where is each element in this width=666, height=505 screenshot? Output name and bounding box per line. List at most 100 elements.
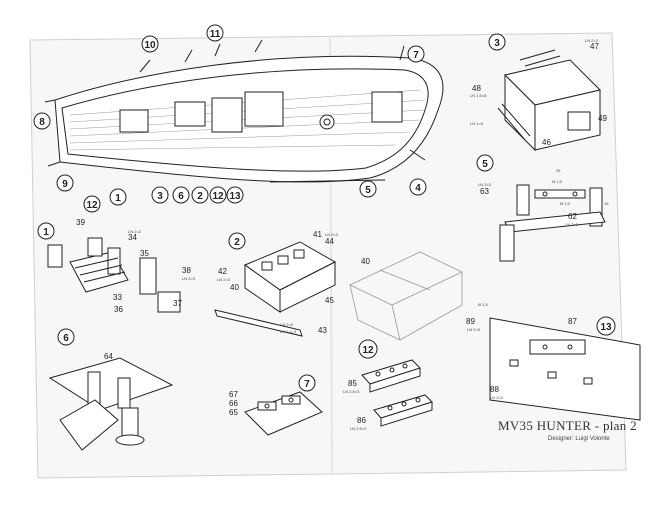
- svg-text:40: 40: [361, 257, 370, 266]
- callout-8: 8: [33, 112, 51, 130]
- svg-text:33: 33: [113, 293, 122, 302]
- svg-text:38: 38: [182, 266, 191, 275]
- svg-text:LN 1=5: LN 1=5: [470, 121, 484, 126]
- svg-text:15: 15: [604, 201, 609, 206]
- designer-credit: Designer: Luigi Volonte: [548, 436, 610, 442]
- svg-text:65: 65: [229, 408, 238, 417]
- callout-12b: 12: [209, 186, 227, 204]
- svg-text:5: 5: [365, 185, 371, 196]
- svg-text:2: 2: [197, 191, 203, 202]
- detail-12: 12 85 86 LN 2,5=3 LN 2,5=3: [343, 339, 433, 431]
- svg-text:LN 2=3: LN 2=3: [217, 277, 231, 282]
- svg-text:Ø 1,5: Ø 1,5: [478, 302, 489, 307]
- svg-text:62: 62: [568, 212, 577, 221]
- svg-text:LN 2,5=3: LN 2,5=3: [350, 426, 367, 431]
- svg-text:1: 1: [115, 193, 121, 204]
- svg-text:Ø 1,5: Ø 1,5: [552, 179, 563, 184]
- callout-1: 1: [109, 188, 127, 206]
- svg-text:6: 6: [63, 333, 69, 344]
- callout-4: 4: [409, 178, 427, 196]
- detail-5: 5 63 62 LN 3=3 LN 3=3 Ø 1,5 Ø 1,5 25 15: [476, 154, 609, 262]
- svg-text:LN 2=5: LN 2=5: [467, 327, 481, 332]
- svg-text:86: 86: [357, 416, 366, 425]
- svg-text:47: 47: [590, 42, 599, 51]
- svg-text:4: 4: [415, 183, 421, 194]
- svg-text:3: 3: [157, 191, 163, 202]
- detail-40: 40: [349, 251, 463, 341]
- svg-text:44: 44: [325, 237, 334, 246]
- svg-text:2: 2: [234, 237, 240, 248]
- detail-3: 3 47 48 49 46 LN 2=2 LN 1,5=5 LN 1=5: [470, 33, 607, 152]
- svg-text:LN 2=2: LN 2=2: [585, 38, 599, 43]
- svg-text:LN 2,5=3: LN 2,5=3: [343, 389, 360, 394]
- svg-text:6: 6: [178, 191, 184, 202]
- svg-text:11: 11: [210, 29, 221, 40]
- svg-text:42: 42: [218, 267, 227, 276]
- svg-text:10: 10: [144, 40, 156, 51]
- svg-text:39: 39: [76, 218, 85, 227]
- svg-text:7: 7: [304, 379, 310, 390]
- detail-13: 13 89 87 88 LN 2=5 LN 2=2 Ø 1,5: [466, 302, 641, 421]
- detail-1: 1 39 34 35 36 33 37 38 LN 2=2 LN 2=3: [37, 218, 196, 314]
- svg-text:64: 64: [104, 352, 113, 361]
- svg-text:7: 7: [413, 50, 419, 61]
- main-deck-view: [44, 39, 444, 183]
- svg-text:48: 48: [472, 84, 481, 93]
- svg-text:67: 67: [229, 390, 238, 399]
- svg-text:9: 9: [62, 179, 68, 190]
- svg-text:37: 37: [173, 299, 182, 308]
- svg-text:1: 1: [43, 227, 49, 238]
- svg-text:LN 2=2: LN 2=2: [128, 229, 142, 234]
- svg-text:35: 35: [140, 249, 149, 258]
- svg-text:36: 36: [114, 305, 123, 314]
- callout-12a: 12: [83, 195, 101, 213]
- svg-text:3: 3: [494, 38, 500, 49]
- svg-text:41: 41: [313, 230, 322, 239]
- callout-2: 2: [191, 186, 209, 204]
- svg-text:8: 8: [39, 117, 45, 128]
- svg-text:LN 3=3: LN 3=3: [565, 222, 579, 227]
- svg-text:12: 12: [86, 200, 98, 211]
- detail-6: 6 64: [48, 328, 174, 451]
- svg-text:LN 2=2: LN 2=2: [490, 395, 504, 400]
- callout-13: 13: [226, 186, 244, 204]
- svg-text:5: 5: [482, 159, 488, 170]
- svg-text:46: 46: [542, 138, 551, 147]
- svg-text:34: 34: [128, 233, 137, 242]
- svg-text:13: 13: [600, 322, 612, 333]
- svg-text:88: 88: [490, 385, 499, 394]
- plan-title: MV35 HUNTER - plan 2: [498, 418, 637, 433]
- callout-6: 6: [172, 186, 190, 204]
- svg-text:13: 13: [229, 191, 241, 202]
- svg-text:12: 12: [362, 345, 374, 356]
- callout-7: 7: [407, 45, 425, 63]
- callout-5: 5: [359, 180, 377, 198]
- svg-text:45: 45: [325, 296, 334, 305]
- svg-text:63: 63: [480, 187, 489, 196]
- svg-text:LN 1=1,5: LN 1=1,5: [280, 329, 297, 334]
- svg-text:LN 3=3: LN 3=3: [478, 182, 492, 187]
- svg-text:Ø 1,5: Ø 1,5: [560, 201, 571, 206]
- callout-11: 11: [206, 24, 224, 42]
- svg-text:87: 87: [568, 317, 577, 326]
- svg-text:12: 12: [212, 191, 224, 202]
- svg-text:85: 85: [348, 379, 357, 388]
- svg-text:LN 1,5=5: LN 1,5=5: [470, 93, 487, 98]
- callout-9: 9: [56, 174, 74, 192]
- svg-text:LN 2=2: LN 2=2: [325, 232, 339, 237]
- svg-text:40: 40: [230, 283, 239, 292]
- svg-text:25: 25: [556, 168, 561, 173]
- svg-text:43: 43: [318, 326, 327, 335]
- svg-text:66: 66: [229, 399, 238, 408]
- detail-7: 7 67 66 65: [229, 374, 323, 436]
- callout-10: 10: [141, 35, 159, 53]
- callout-3: 3: [151, 186, 169, 204]
- svg-text:LN 2=2: LN 2=2: [280, 322, 294, 327]
- svg-text:89: 89: [466, 317, 475, 326]
- svg-text:LN 2=3: LN 2=3: [182, 276, 196, 281]
- svg-text:49: 49: [598, 114, 607, 123]
- detail-2: 2 41 44 42 40 45 43 LN 2=2 LN 2=3 LN 2=2…: [214, 230, 339, 337]
- main-callouts: 10 11 7 8 9 12 1 3 6 2 12 13 5 4: [33, 24, 427, 213]
